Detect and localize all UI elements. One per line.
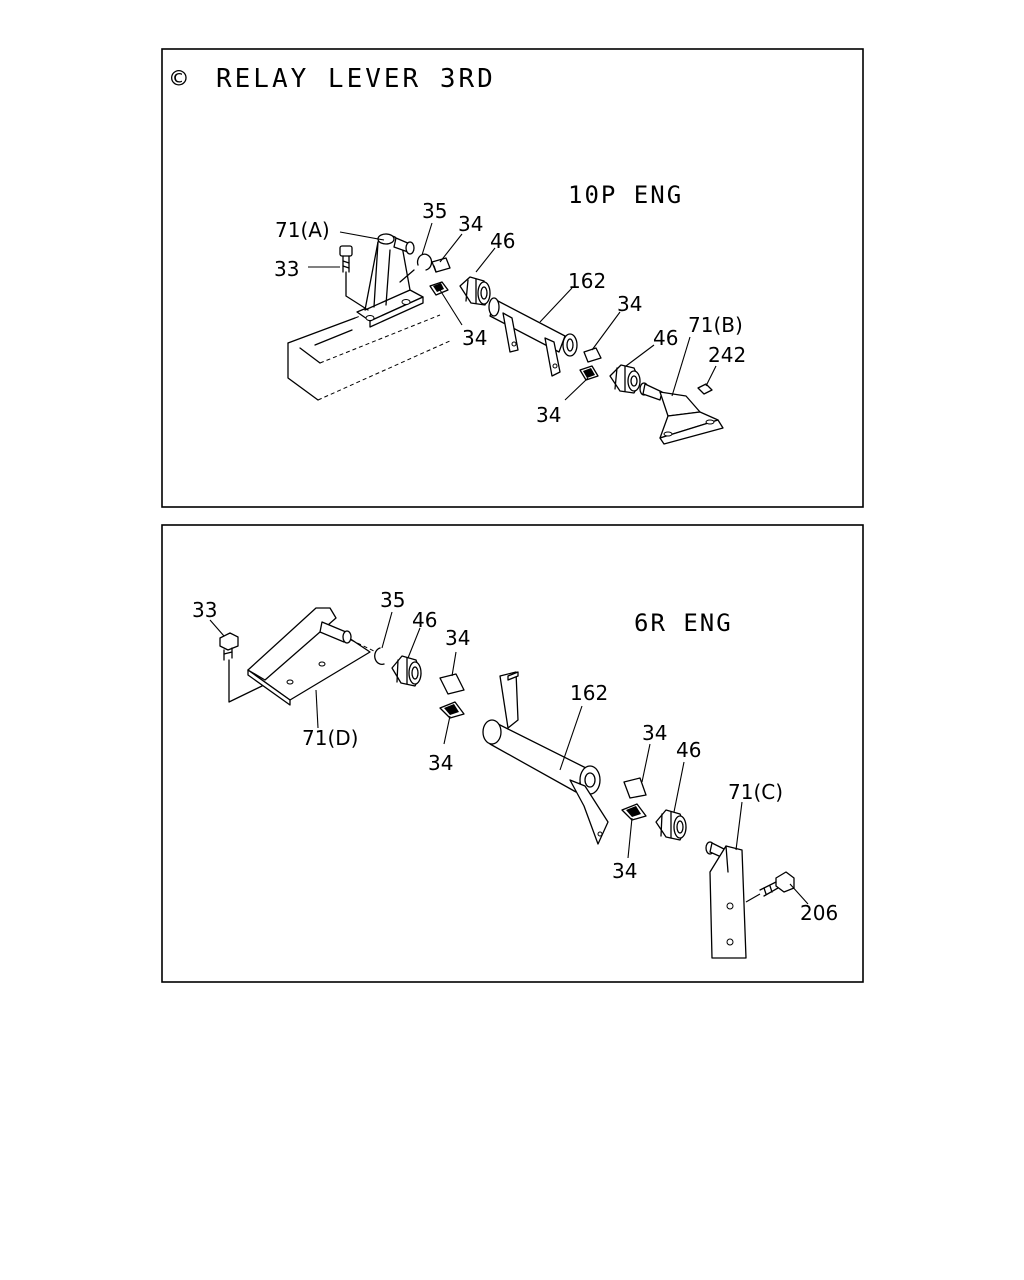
callout-162: 162 <box>568 269 606 293</box>
panel-6r-eng: 6R ENG <box>161 524 864 983</box>
bushing-34-right <box>579 347 602 381</box>
shaft-162-bottom <box>482 671 609 845</box>
callout-46-bottom-right: 46 <box>676 738 701 762</box>
engine-label-10p: 10P ENG <box>568 181 683 209</box>
shaft-162-top <box>488 297 578 377</box>
callout-34-bottom-upper-left: 34 <box>445 626 470 650</box>
boot-46-bottom-left <box>391 655 422 687</box>
callout-35: 35 <box>422 199 447 223</box>
callout-46-left: 46 <box>490 229 515 253</box>
bushing-34-left <box>429 257 451 296</box>
callout-46-bottom-left: 46 <box>412 608 437 632</box>
callout-206: 206 <box>800 901 838 925</box>
bracket-71b <box>639 382 724 445</box>
bolt-33-bottom <box>219 632 263 703</box>
boot-46-left <box>459 276 491 306</box>
boot-46-right <box>609 364 641 394</box>
callouts-bottom: 33 35 46 34 162 71(D) 34 34 46 71(C) 34 … <box>192 588 838 925</box>
callout-71c: 71(C) <box>728 780 783 804</box>
bushing-34-bottom-left <box>439 673 465 719</box>
callout-35-bottom: 35 <box>380 588 405 612</box>
callout-71a: 71(A) <box>275 218 330 242</box>
callout-34-bottom-lower-left: 34 <box>428 751 453 775</box>
callout-34-bottom-upper-right: 34 <box>642 721 667 745</box>
bracket-71c <box>705 841 747 959</box>
panel-top-frame <box>161 48 864 508</box>
callout-34-lower-left: 34 <box>462 326 487 350</box>
nut-242 <box>697 383 713 395</box>
callout-33: 33 <box>274 257 299 281</box>
snap-ring-35 <box>399 253 433 283</box>
bolt-206 <box>745 871 795 903</box>
engine-label-6r: 6R ENG <box>634 609 733 637</box>
frame-rail <box>287 312 453 401</box>
callout-34-bottom-lower-right: 34 <box>612 859 637 883</box>
copyright-symbol: © <box>171 64 190 94</box>
callout-33-bottom: 33 <box>192 598 217 622</box>
leader-lines-top <box>308 222 717 401</box>
callout-242: 242 <box>708 343 746 367</box>
callouts-top: 71(A) 33 35 34 46 34 162 34 46 71(B) 242… <box>274 199 746 427</box>
callout-71d: 71(D) <box>302 726 358 750</box>
leader-lines-bottom <box>209 611 809 905</box>
bracket-71a <box>356 233 424 328</box>
callout-34-upper-left: 34 <box>458 212 483 236</box>
bolt-33 <box>339 245 369 311</box>
bracket-71d <box>247 607 377 706</box>
callout-34-lower-right: 34 <box>536 403 561 427</box>
callout-46-right: 46 <box>653 326 678 350</box>
callout-71b: 71(B) <box>688 313 743 337</box>
callout-34-upper-right: 34 <box>617 292 642 316</box>
boot-46-bottom-right <box>655 809 687 841</box>
bushing-34-bottom-right <box>621 777 647 821</box>
panel-bottom-frame <box>161 524 864 983</box>
diagram-title: RELAY LEVER 3RD <box>216 64 496 94</box>
panel-10p-eng: © RELAY LEVER 3RD 10P ENG <box>161 48 864 508</box>
snap-ring-35-bottom <box>374 647 385 665</box>
callout-162-bottom: 162 <box>570 681 608 705</box>
